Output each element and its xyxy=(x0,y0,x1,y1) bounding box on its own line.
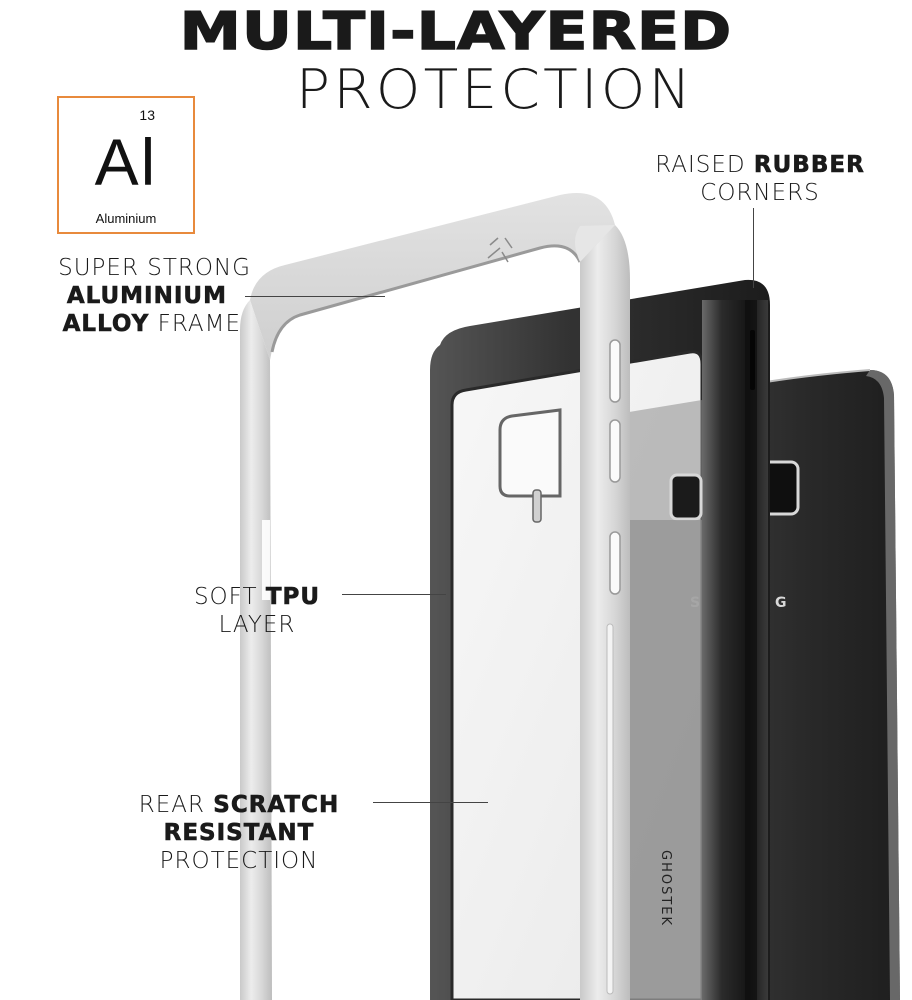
element-symbol: Al xyxy=(94,125,158,199)
callout-tpu-layer: SOFT TPU LAYER xyxy=(170,583,344,639)
case-brand-text: GHOSTEK xyxy=(658,850,673,927)
callout-rear-line-2: RESISTANT xyxy=(163,820,315,847)
callout-corners-line-1-light: RAISED xyxy=(655,152,746,178)
callout-tpu-line-1-light: SOFT xyxy=(193,584,258,610)
callout-rubber-corners: RAISED RUBBER CORNERS xyxy=(622,151,898,207)
tpu-layer: S xyxy=(430,279,770,1000)
leader-line-tpu xyxy=(342,594,446,595)
callout-corners-line-2: CORNERS xyxy=(700,180,820,206)
element-name: Aluminium xyxy=(95,211,157,226)
callout-aluminium-frame: SUPER STRONG ALUMINIUM ALLOY FRAME xyxy=(0,254,251,338)
callout-corners-line-1-bold: RUBBER xyxy=(753,152,865,179)
callout-tpu-line-1-bold: TPU xyxy=(265,584,321,611)
aluminium-frame xyxy=(240,193,630,1000)
leader-line-rear xyxy=(373,802,488,803)
callout-frame-line-3-light: FRAME xyxy=(157,311,241,337)
callout-frame-line-1: SUPER STRONG xyxy=(58,255,251,281)
leader-line-frame xyxy=(245,296,385,297)
headline-line-2: PROTECTION xyxy=(295,58,695,121)
callout-frame-line-2: ALUMINIUM xyxy=(66,283,227,310)
callout-frame-line-3-bold: ALLOY xyxy=(62,311,150,338)
callout-rear-line-1-bold: SCRATCH xyxy=(213,792,340,819)
callout-rear-protection: REAR SCRATCH RESISTANT PROTECTION xyxy=(100,791,378,875)
callout-rear-line-1-light: REAR xyxy=(138,792,205,818)
atomic-number: 13 xyxy=(139,107,155,123)
callout-rear-line-3: PROTECTION xyxy=(159,848,319,874)
svg-text:G: G xyxy=(775,595,787,611)
headline-line-1: MULTI-LAYERED xyxy=(179,1,733,63)
aluminium-element-tile: 13 Al Aluminium xyxy=(57,96,195,234)
leader-line-corners xyxy=(753,208,754,288)
callout-tpu-line-2: LAYER xyxy=(218,612,296,638)
